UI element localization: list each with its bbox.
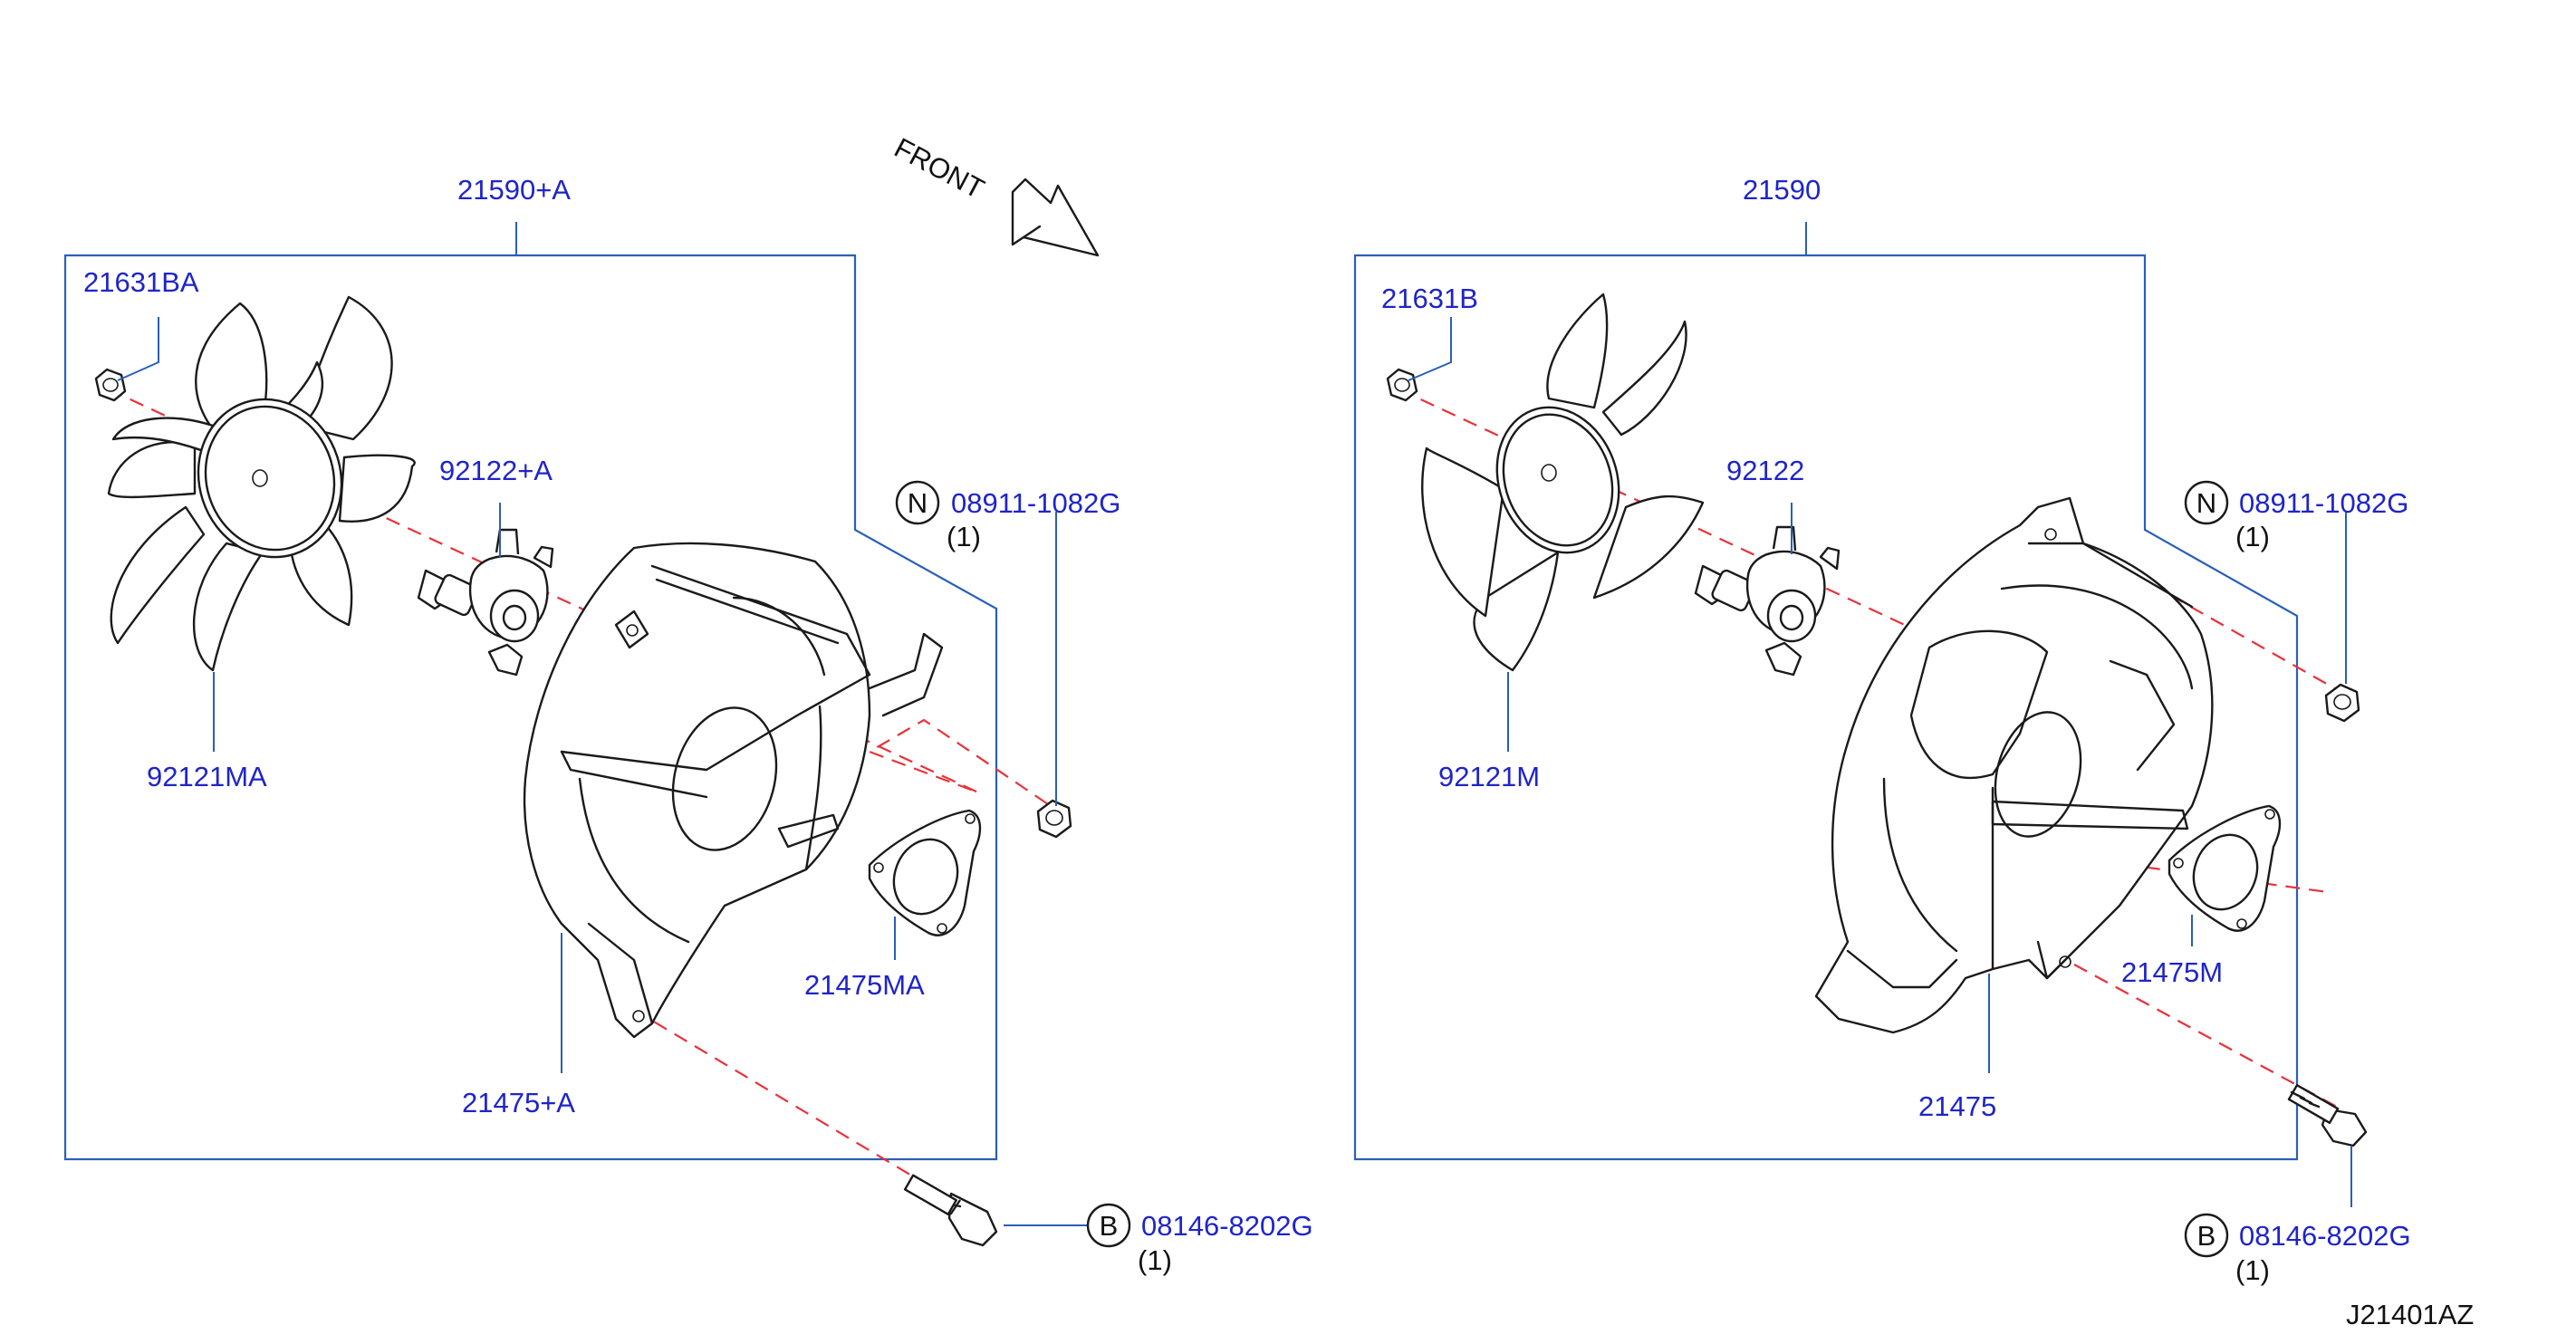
left-gasket-label: 21475MA bbox=[804, 969, 925, 1001]
right-n-symbol: N bbox=[2196, 487, 2216, 519]
left-b-bolt-icon bbox=[903, 1174, 998, 1247]
left-b-symbol: B bbox=[1100, 1210, 1119, 1242]
right-motor-label: 92122 bbox=[1726, 455, 1804, 486]
right-gasket-icon bbox=[2167, 804, 2282, 932]
left-b-qty: (1) bbox=[1138, 1244, 1172, 1276]
right-b-callout: B 08146-8202G (1) bbox=[2184, 1213, 2411, 1286]
right-nut-label: 21631B bbox=[1381, 283, 1478, 314]
left-gasket-icon bbox=[868, 809, 982, 936]
right-assembly: 21590 21631B 92122 92121M 21475 21475M N… bbox=[1353, 174, 2411, 1286]
right-assembly-number: 21590 bbox=[1743, 174, 1821, 206]
right-gasket-label: 21475M bbox=[2121, 956, 2223, 988]
left-b-part-number: 08146-8202G bbox=[1141, 1210, 1313, 1242]
left-n-symbol: N bbox=[908, 487, 928, 519]
right-b-symbol: B bbox=[2197, 1220, 2216, 1252]
right-n-qty: (1) bbox=[2235, 521, 2270, 552]
left-assembly: 21590+A 21631BA 92122+A 92121MA 21475+A … bbox=[63, 174, 1313, 1276]
diagram-id: J21401AZ bbox=[2346, 1299, 2474, 1330]
left-n-part-number: 08911-1082G bbox=[951, 487, 1120, 519]
right-bolt-axis bbox=[2073, 964, 2338, 1108]
right-assembly-boundary bbox=[1353, 254, 2299, 1161]
left-fan-icon bbox=[107, 295, 416, 672]
left-motor-icon bbox=[417, 528, 554, 677]
left-bolt-axis bbox=[633, 1009, 961, 1205]
left-n-callout: N 08911-1082G (1) bbox=[895, 480, 1120, 552]
left-nut-icon bbox=[94, 368, 127, 402]
right-fan-label: 92121M bbox=[1438, 761, 1540, 792]
right-shroud-icon bbox=[1814, 496, 2214, 1034]
right-n-nut-icon bbox=[2324, 683, 2360, 723]
left-n-qty: (1) bbox=[947, 521, 981, 552]
right-b-qty: (1) bbox=[2235, 1254, 2270, 1286]
front-label: FRONT bbox=[889, 131, 990, 205]
right-fan-icon bbox=[1421, 293, 1705, 672]
right-shroud-label: 21475 bbox=[1918, 1090, 1996, 1122]
left-shroud-label: 21475+A bbox=[462, 1087, 575, 1118]
right-fan-axis bbox=[1399, 389, 2003, 671]
right-n-part-number: 08911-1082G bbox=[2239, 487, 2408, 519]
right-n-callout: N 08911-1082G (1) bbox=[2184, 480, 2408, 552]
left-motor-label: 92122+A bbox=[439, 455, 553, 486]
front-arrow-icon bbox=[1011, 178, 1100, 257]
right-nut-icon bbox=[1386, 368, 1418, 402]
front-indicator: FRONT bbox=[889, 131, 1100, 257]
left-b-callout: B 08146-8202G (1) bbox=[1086, 1203, 1313, 1276]
left-assembly-number: 21590+A bbox=[457, 174, 571, 206]
right-b-bolt-icon bbox=[2287, 1084, 2368, 1147]
left-assembly-boundary bbox=[63, 254, 998, 1161]
left-n-nut-icon bbox=[1036, 799, 1072, 839]
left-fan-label: 92121MA bbox=[147, 761, 267, 792]
left-shroud-icon bbox=[523, 542, 944, 1039]
right-b-part-number: 08146-8202G bbox=[2239, 1220, 2411, 1252]
left-nut-label: 21631BA bbox=[83, 266, 199, 298]
right-motor-icon bbox=[1694, 525, 1841, 677]
